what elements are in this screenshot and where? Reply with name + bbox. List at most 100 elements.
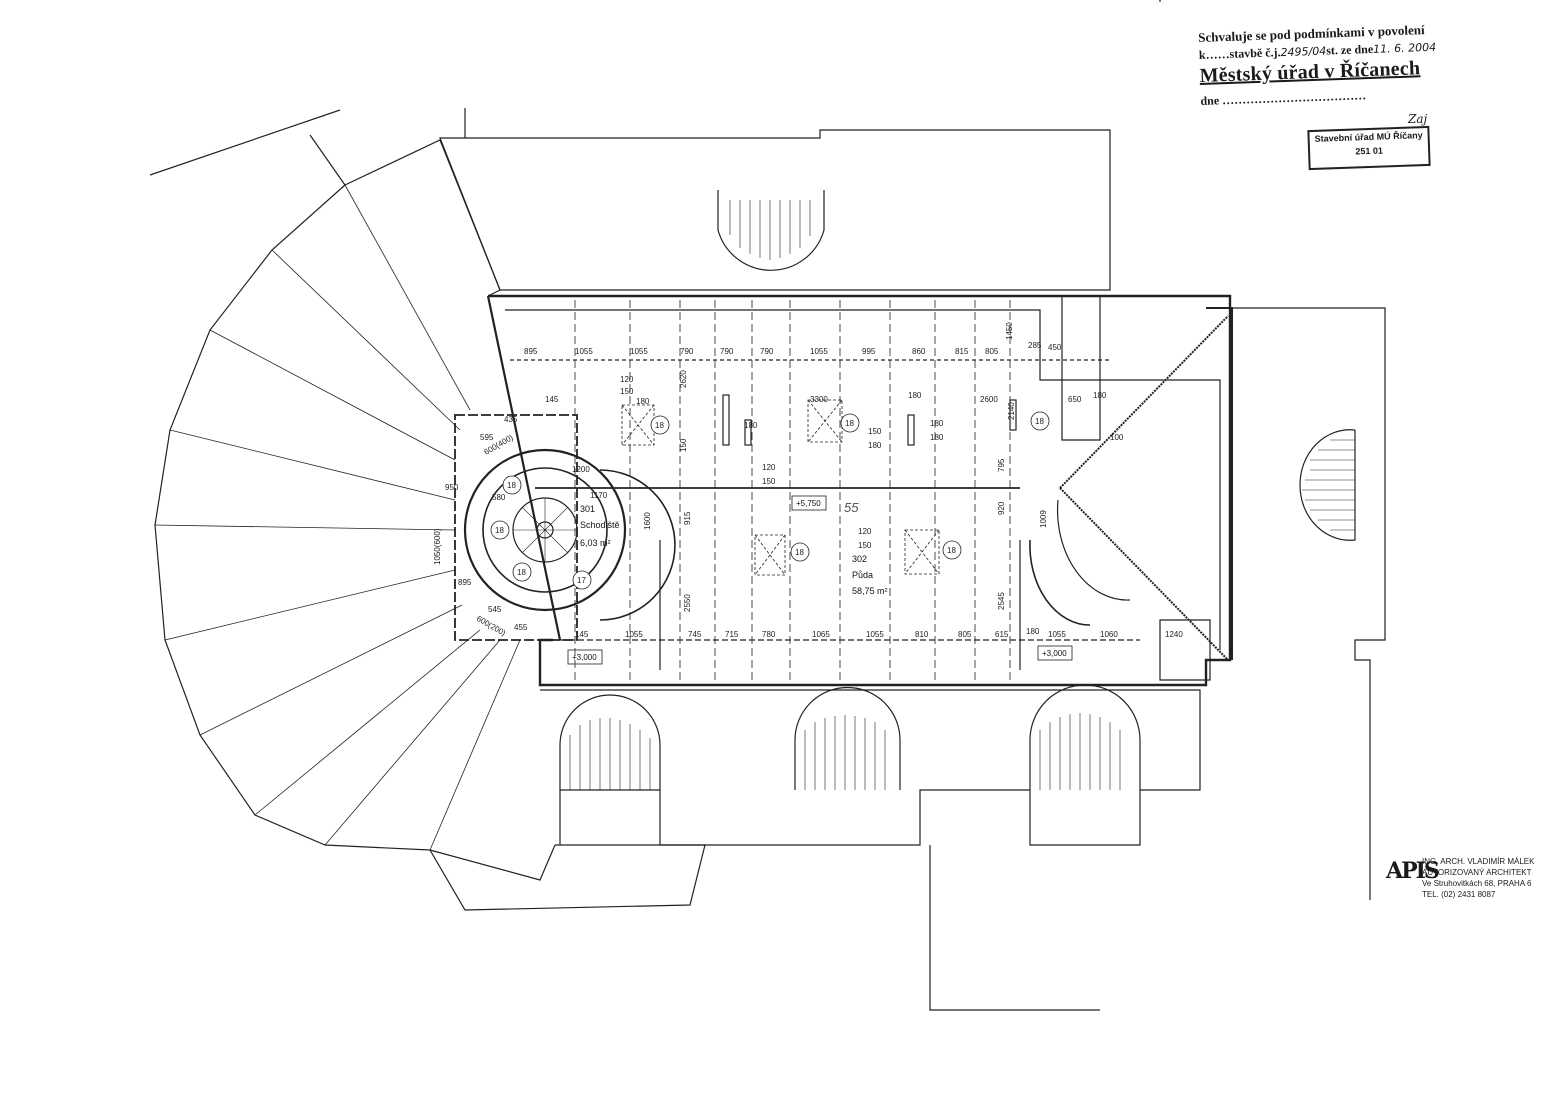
dim-bottom: 805 (958, 630, 972, 639)
arched-dormer-top (717, 190, 825, 271)
dim-top: 1055 (575, 347, 593, 356)
dim-side: 1200 (572, 465, 590, 474)
room-302-name: Půda (852, 570, 873, 580)
arched-dormer-bottom-mid (794, 686, 901, 790)
attic-outline (488, 294, 1232, 687)
dim-bottom: 1240 (1165, 630, 1183, 639)
arched-dormer-bottom-left (559, 694, 661, 790)
circle-mark (512, 562, 532, 582)
dim-tower-rot: 600(200) (475, 614, 508, 638)
circle-mark-label: 18 (655, 421, 664, 430)
bottom-dimensions: 145 1055 745 715 780 1065 1055 810 805 6… (575, 627, 1183, 639)
level-upper: +5,750 (796, 499, 821, 508)
beam-label: 180 (908, 391, 922, 400)
beam-label: 100 (1110, 433, 1124, 442)
dim-bottom: 615 (995, 630, 1009, 639)
architect-line-1: ING. ARCH. VLADIMÍR MÁLEK (1422, 857, 1535, 866)
dim-top: 1450 (1005, 322, 1014, 340)
beam-label: 150 (858, 541, 872, 550)
office-stamp: Stavební úřad MÚ Říčany 251 01 (1307, 125, 1431, 171)
room-labels: 301 Schodiště 6,03 m² 302 Půda 58,75 m² … (580, 500, 888, 596)
dim-bottom: 1055 (866, 630, 884, 639)
dim-tower: 545 (488, 605, 502, 614)
dim-top: 790 (760, 347, 774, 356)
circle-mark-label: 18 (795, 548, 804, 557)
beam-label: 2600 (980, 395, 998, 404)
beam-label: 120 (762, 463, 776, 472)
circle-mark-label: 18 (1035, 417, 1044, 426)
dim-bottom: 180 (1026, 627, 1040, 636)
dim-top: 450 (1048, 343, 1062, 352)
beam-label: 180 (744, 421, 758, 430)
circle-mark (790, 542, 810, 562)
dim-side: 1170 (590, 491, 608, 500)
dim-bottom: 1060 (1100, 630, 1118, 639)
architect-line-3: Ve Struhovitkách 68, PRAHA 6 (1422, 879, 1532, 888)
signature-mark: Zaj (1408, 112, 1428, 126)
dim-top: 1055 (810, 347, 828, 356)
architect-stamp: APIS ING. ARCH. VLADIMÍR MÁLEK AUTORIZOV… (1372, 840, 1552, 910)
dim-bottom: 1055 (1048, 630, 1066, 639)
dim-top: 1055 (630, 347, 648, 356)
room-301-name: Schodiště (580, 520, 620, 530)
dim-bottom: 810 (915, 630, 929, 639)
level-right: +3,000 (1042, 649, 1067, 658)
architect-lines: ING. ARCH. VLADIMÍR MÁLEK AUTORIZOVANÝ A… (1422, 856, 1534, 900)
beam-label: 150 (868, 427, 882, 436)
architect-line-2: AUTORIZOVANÝ ARCHITEKT (1422, 868, 1532, 877)
dim-top: 790 (680, 347, 694, 356)
dim-top: 860 (912, 347, 926, 356)
circle-mark (942, 540, 962, 560)
beam-label: 180 (930, 433, 944, 442)
dim-bottom: 745 (688, 630, 702, 639)
approval-clause: Schvaluje se pod podmínkami v povolení k… (1198, 21, 1451, 109)
dim-tower: 950 (445, 483, 459, 492)
circle-mark-label: 18 (845, 419, 854, 428)
dim-side: 915 (683, 511, 692, 525)
circle-mark (502, 475, 522, 495)
approval-prefix: k (1198, 47, 1206, 62)
beam-label: 120 (858, 527, 872, 536)
dim-top: 805 (985, 347, 999, 356)
beam-label: 180 (868, 441, 882, 450)
room-302-area: 58,75 m² (852, 586, 888, 596)
approval-dne: dne (1200, 93, 1220, 108)
dim-side: 1600 (643, 512, 652, 530)
circle-mark-label: 17 (577, 576, 586, 585)
arched-dormer-bottom-right (1029, 684, 1141, 790)
dim-side: 2620 (679, 370, 688, 388)
dim-bottom: 1055 (625, 630, 643, 639)
handwritten-number: 55 (844, 500, 859, 515)
dim-tower: 595 (480, 433, 494, 442)
beam-label: 180 (930, 419, 944, 428)
dim-side: 2545 (997, 592, 1006, 610)
dim-side: 920 (997, 501, 1006, 515)
dim-side: 2550 (683, 594, 692, 612)
room-301-area: 6,03 m² (580, 538, 611, 548)
beam-label: 150 (762, 477, 776, 486)
arched-dormer-right (1299, 429, 1356, 541)
dim-tower: 895 (458, 578, 472, 587)
beam-label: 180 (1093, 391, 1107, 400)
circle-mark (490, 520, 510, 540)
beam-label: 120 (620, 375, 634, 384)
dim-tower: 435 (504, 415, 518, 424)
dim-bottom: 780 (762, 630, 776, 639)
architect-logo: APIS (1386, 858, 1440, 884)
circle-mark (650, 415, 670, 435)
dim-tower-rot: 1050(600) (433, 528, 442, 565)
dim-top: 285 (1028, 341, 1042, 350)
room-301-number: 301 (580, 504, 595, 514)
approval-cj: 2495/04 (1280, 44, 1327, 60)
circle-mark-label: 18 (507, 481, 516, 490)
building-outline-top (439, 129, 1111, 291)
level-markers: +5,750 +3,000 +3,000 (567, 495, 1073, 665)
beam-label: 3300 (810, 395, 828, 404)
room-302-number: 302 (852, 554, 867, 564)
dim-tower: 455 (514, 623, 528, 632)
circle-mark-label: 18 (517, 568, 526, 577)
dim-top: 790 (720, 347, 734, 356)
